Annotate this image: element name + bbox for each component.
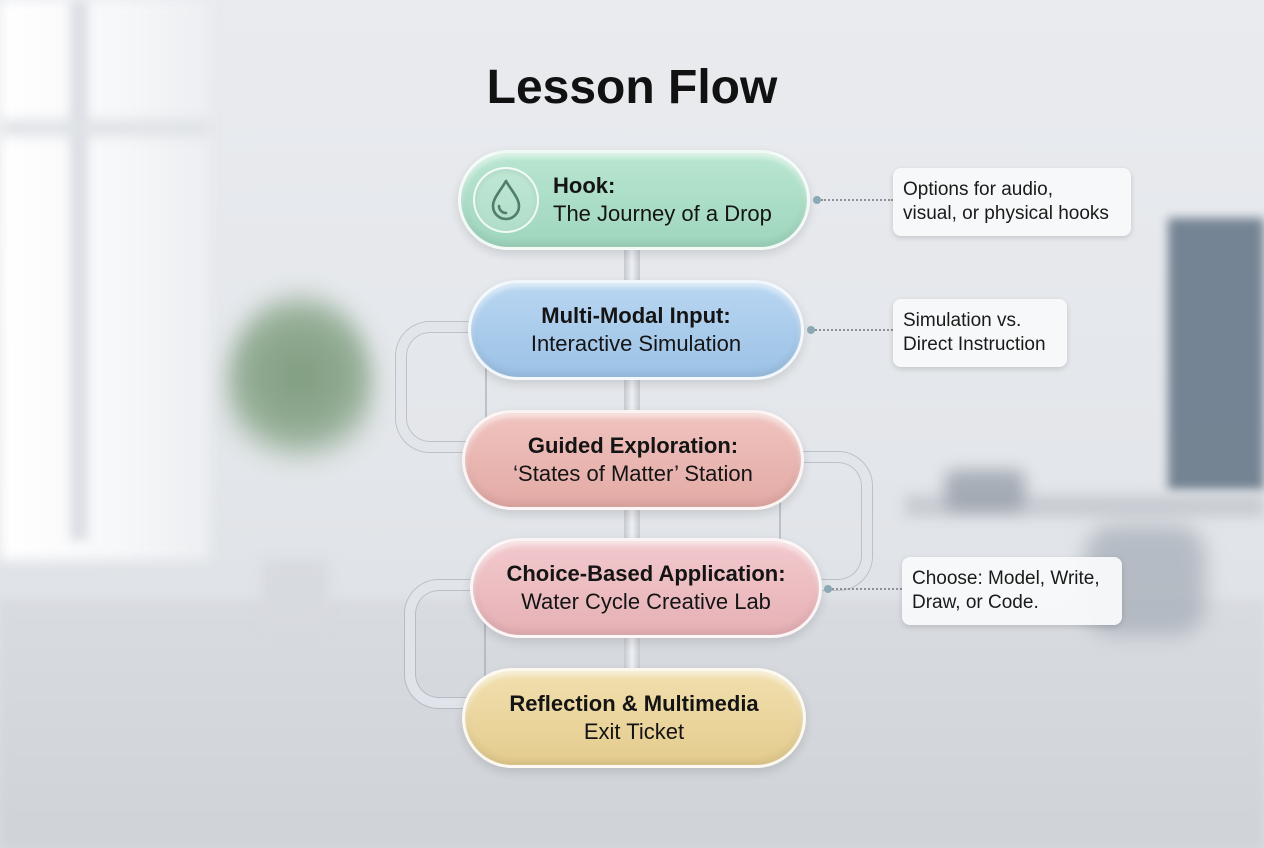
step-subtitle: Interactive Simulation bbox=[530, 331, 742, 356]
background-window-frame bbox=[70, 0, 88, 540]
note-line: Choose: Model, Write, bbox=[912, 568, 1100, 589]
background-window bbox=[0, 0, 210, 560]
background-chair bbox=[945, 470, 1025, 510]
connector-dot bbox=[807, 326, 815, 334]
note-line: Simulation vs. bbox=[903, 310, 1022, 331]
step-title: Choice-Based Application: bbox=[506, 561, 786, 586]
note-connector bbox=[815, 329, 893, 331]
step-subtitle: Exit Ticket bbox=[583, 719, 685, 744]
step-title: Guided Exploration: bbox=[527, 433, 739, 458]
connector-dot bbox=[813, 196, 821, 204]
background-window-frame bbox=[0, 120, 210, 136]
note-line: Options for audio, bbox=[903, 179, 1053, 200]
background-plant-pot bbox=[262, 560, 328, 630]
step-reflection[interactable]: Reflection & Multimedia Exit Ticket bbox=[462, 668, 806, 768]
step-hook[interactable]: Hook: The Journey of a Drop bbox=[458, 150, 810, 250]
note-line: visual, or physical hooks bbox=[903, 203, 1109, 224]
note-line: Direct Instruction bbox=[903, 334, 1046, 355]
flow-loop-connector bbox=[396, 322, 486, 452]
step-title: Multi-Modal Input: bbox=[541, 303, 731, 328]
step-multi-modal-input[interactable]: Multi-Modal Input: Interactive Simulatio… bbox=[468, 280, 804, 380]
step-choice-based-application[interactable]: Choice-Based Application: Water Cycle Cr… bbox=[470, 538, 822, 638]
background-plant bbox=[225, 290, 375, 480]
step-title: Reflection & Multimedia bbox=[509, 691, 759, 716]
diagram-title: Lesson Flow bbox=[486, 61, 778, 114]
water-drop-icon bbox=[473, 167, 539, 233]
note-line: Draw, or Code. bbox=[912, 592, 1039, 613]
step-title: Hook: bbox=[553, 173, 616, 198]
note-application-choices: Choose: Model, Write, Draw, or Code. bbox=[902, 557, 1122, 625]
step-subtitle: The Journey of a Drop bbox=[553, 201, 772, 226]
connector-dot bbox=[824, 585, 832, 593]
background-board bbox=[1168, 218, 1264, 490]
step-subtitle: Water Cycle Creative Lab bbox=[521, 589, 771, 614]
flow-loop-connector bbox=[405, 580, 485, 708]
note-connector bbox=[832, 588, 902, 590]
note-connector bbox=[821, 199, 893, 201]
step-guided-exploration[interactable]: Guided Exploration: ‘States of Matter’ S… bbox=[462, 410, 804, 510]
step-subtitle: ‘States of Matter’ Station bbox=[513, 461, 753, 486]
note-hook-options: Options for audio, visual, or physical h… bbox=[893, 168, 1131, 236]
note-input-options: Simulation vs. Direct Instruction bbox=[893, 299, 1067, 367]
